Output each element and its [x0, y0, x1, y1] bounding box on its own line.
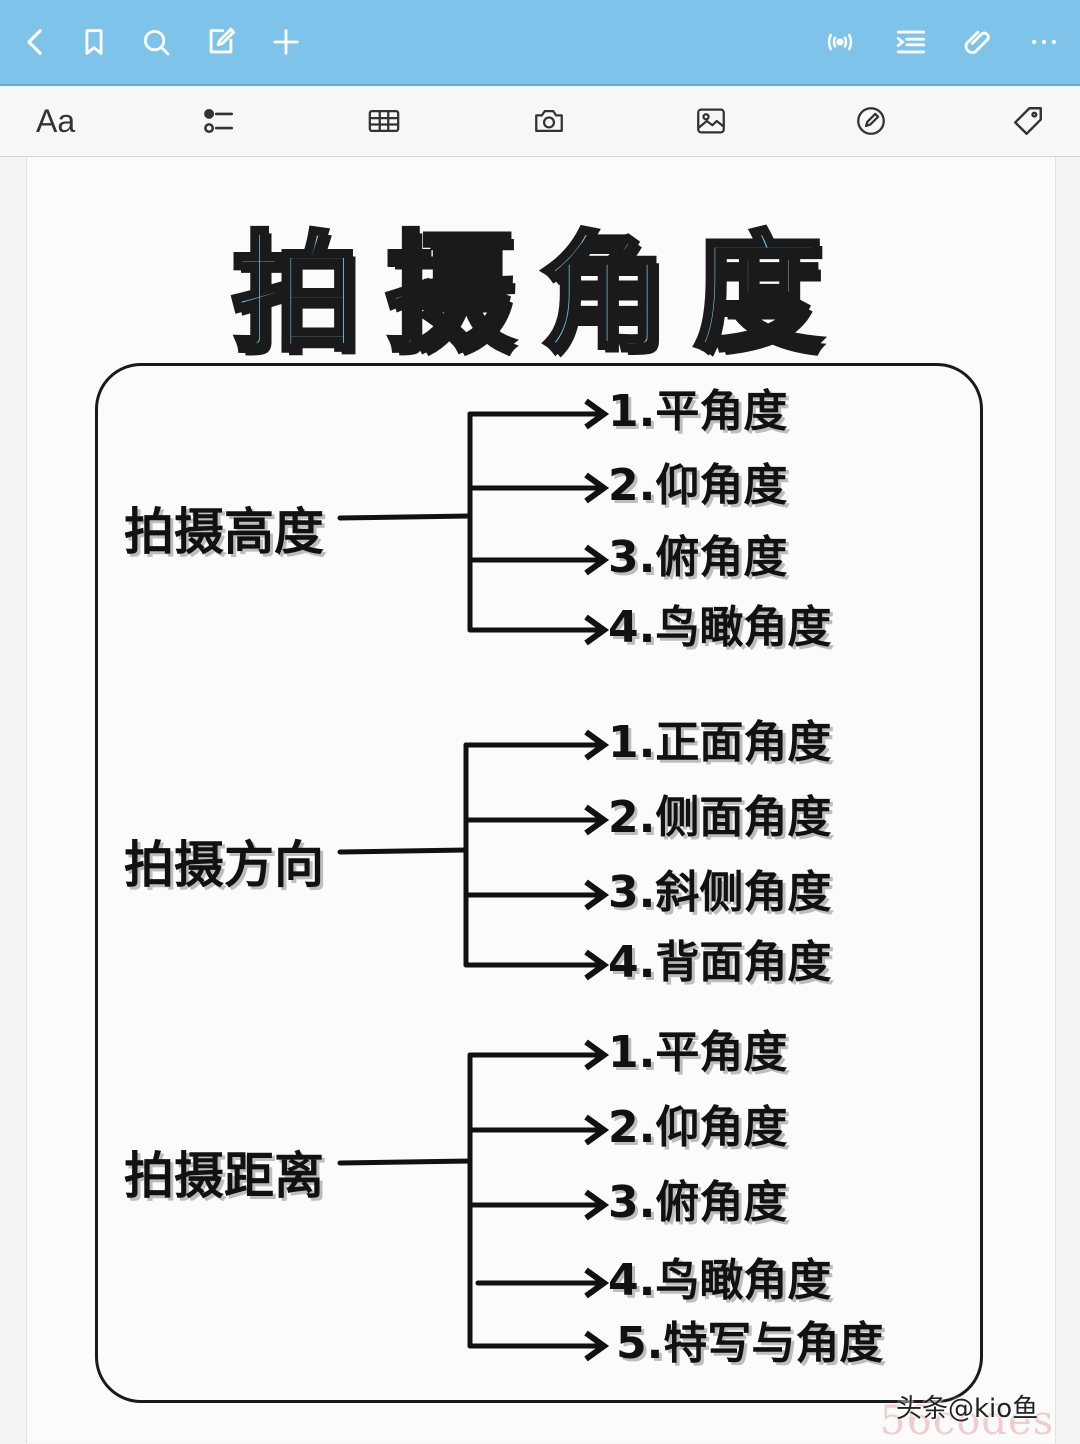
branch-item: 2.仰角度: [608, 460, 788, 511]
tag-icon[interactable]: [1011, 101, 1045, 141]
group-label: 拍摄高度: [124, 503, 324, 561]
back-chevron-icon[interactable]: [16, 22, 56, 62]
top-toolbar: [0, 0, 1080, 86]
branch-item: 4.鸟瞰角度: [608, 602, 832, 653]
branch-item: 3.俯角度: [608, 1177, 788, 1228]
markup-icon[interactable]: [854, 101, 888, 141]
watermark-faint: 56codes: [880, 1398, 1055, 1444]
format-toolbar: Aa: [0, 86, 1080, 157]
diagram-frame: [95, 363, 983, 1403]
branch-arrowhead: [584, 729, 610, 761]
watermark: 头条@kio鱼: [896, 1394, 1039, 1424]
branch-arrowhead: [584, 804, 610, 836]
branch-item: 5.特写与角度: [616, 1318, 884, 1369]
search-icon[interactable]: [136, 22, 176, 62]
branch-item: 4.背面角度: [608, 937, 832, 988]
image-icon[interactable]: [694, 101, 728, 141]
branch-arrowhead: [584, 1330, 610, 1362]
branch-arrowhead: [584, 472, 610, 504]
branch-arrowhead: [584, 1189, 610, 1221]
text-format-label: Aa: [36, 102, 76, 139]
branch-arrowhead: [584, 614, 610, 646]
branch-item: 1.正面角度: [608, 717, 832, 768]
branch-arrowhead: [584, 1114, 610, 1146]
checklist-icon[interactable]: [202, 101, 236, 141]
text-format-button[interactable]: Aa: [36, 101, 75, 141]
group-label: 拍摄方向: [124, 836, 324, 894]
branch-item: 1.平角度: [608, 1027, 788, 1078]
plus-icon[interactable]: [266, 22, 306, 62]
paperclip-icon[interactable]: [958, 22, 998, 62]
group-stem-line: [337, 1158, 473, 1166]
table-icon[interactable]: [367, 101, 401, 141]
branch-arrowhead: [584, 544, 610, 576]
branch-item: 3.斜侧角度: [608, 867, 832, 918]
branch-item: 4.鸟瞰角度: [608, 1255, 832, 1306]
note-title: 拍摄角度: [229, 218, 848, 372]
indent-list-icon[interactable]: [891, 22, 931, 62]
camera-icon[interactable]: [532, 101, 566, 141]
group-stem-line: [337, 847, 469, 855]
branch-arrowhead: [584, 398, 610, 430]
group-stem-line: [337, 513, 473, 521]
branch-arrowhead: [584, 879, 610, 911]
branch-item: 2.仰角度: [608, 1102, 788, 1153]
group-label: 拍摄距离: [124, 1147, 324, 1205]
broadcast-icon[interactable]: [820, 22, 860, 62]
more-icon[interactable]: [1024, 22, 1064, 62]
branch-arrowhead: [584, 1039, 610, 1071]
branch-item: 3.俯角度: [608, 532, 788, 583]
compose-icon[interactable]: [201, 22, 241, 62]
branch-arrowhead: [584, 1267, 610, 1299]
branch-arrowhead: [584, 949, 610, 981]
bookmark-icon[interactable]: [74, 22, 114, 62]
branch-item: 1.平角度: [608, 386, 788, 437]
branch-item: 2.侧面角度: [608, 792, 832, 843]
